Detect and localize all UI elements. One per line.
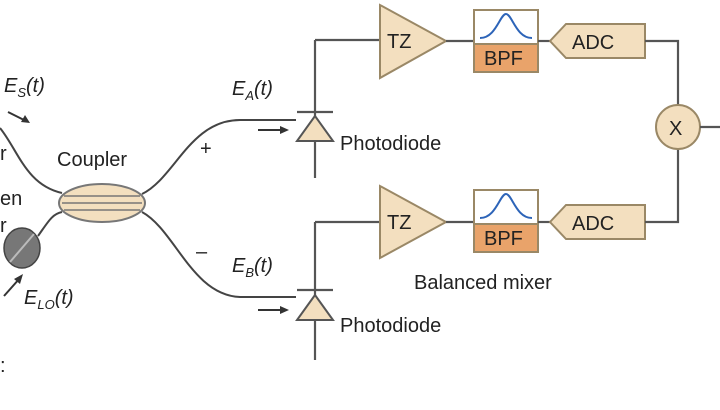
field-b-label: EB(t) <box>232 255 273 280</box>
mixer: X Balanced mixer <box>414 104 720 294</box>
signal-arrowhead <box>21 115 30 123</box>
minus-sign: – <box>196 241 208 263</box>
wire-b-mixer <box>645 148 680 224</box>
bpf-b-curve <box>479 192 533 219</box>
adc-b-label: ADC <box>572 213 614 235</box>
adc-a-label: ADC <box>572 32 614 54</box>
text-fragment-1: r <box>0 143 7 165</box>
bpf-b-label: BPF <box>484 228 523 250</box>
field-a-label: EA(t) <box>232 78 273 103</box>
signal-field-label: ES(t) <box>4 75 45 100</box>
bpf-a-curve <box>479 12 533 39</box>
photodiode-b-label: Photodiode <box>340 315 441 337</box>
input-fiber-top <box>0 127 63 194</box>
text-fragment-2: en <box>0 188 22 210</box>
output-fiber-bottom <box>141 211 296 298</box>
photodiode-a-label: Photodiode <box>340 133 441 155</box>
tz-amp-b <box>379 184 449 260</box>
tz-b-label: TZ <box>387 212 411 234</box>
coupler-label: Coupler <box>57 149 127 171</box>
arrowhead-b <box>280 306 289 314</box>
bpf-b-box <box>473 223 539 253</box>
photodiode-a-icon <box>295 114 335 142</box>
bpf-a-box <box>473 43 539 73</box>
mixer-caption: Balanced mixer <box>414 272 552 294</box>
input-fiber-bottom <box>37 211 63 237</box>
plus-sign: + <box>200 138 212 160</box>
lo-field-label: ELO(t) <box>24 287 74 312</box>
lo-arrowhead <box>14 274 23 284</box>
upper-branch: EA(t) Photodiode TZ BPF ADC <box>232 3 680 178</box>
coupler: Coupler <box>57 149 146 223</box>
text-fragment-4: : <box>0 355 6 377</box>
lower-branch: EB(t) Photodiode TZ BPF ADC <box>232 148 680 360</box>
tz-amp-a <box>379 3 449 80</box>
mixer-symbol: X <box>669 118 682 140</box>
wire-a-mixer <box>645 39 680 106</box>
lo-source: ELO(t) <box>3 227 74 312</box>
photodiode-b-icon <box>295 293 335 321</box>
text-fragment-3: r <box>0 215 7 237</box>
tz-a-label: TZ <box>387 31 411 53</box>
output-fiber-top <box>141 119 296 195</box>
bpf-b-response <box>473 189 539 225</box>
bpf-a-label: BPF <box>484 48 523 70</box>
arrowhead-a <box>280 126 289 134</box>
signal-input: ES(t) r en r : <box>0 75 45 377</box>
bpf-a-response <box>473 9 539 45</box>
